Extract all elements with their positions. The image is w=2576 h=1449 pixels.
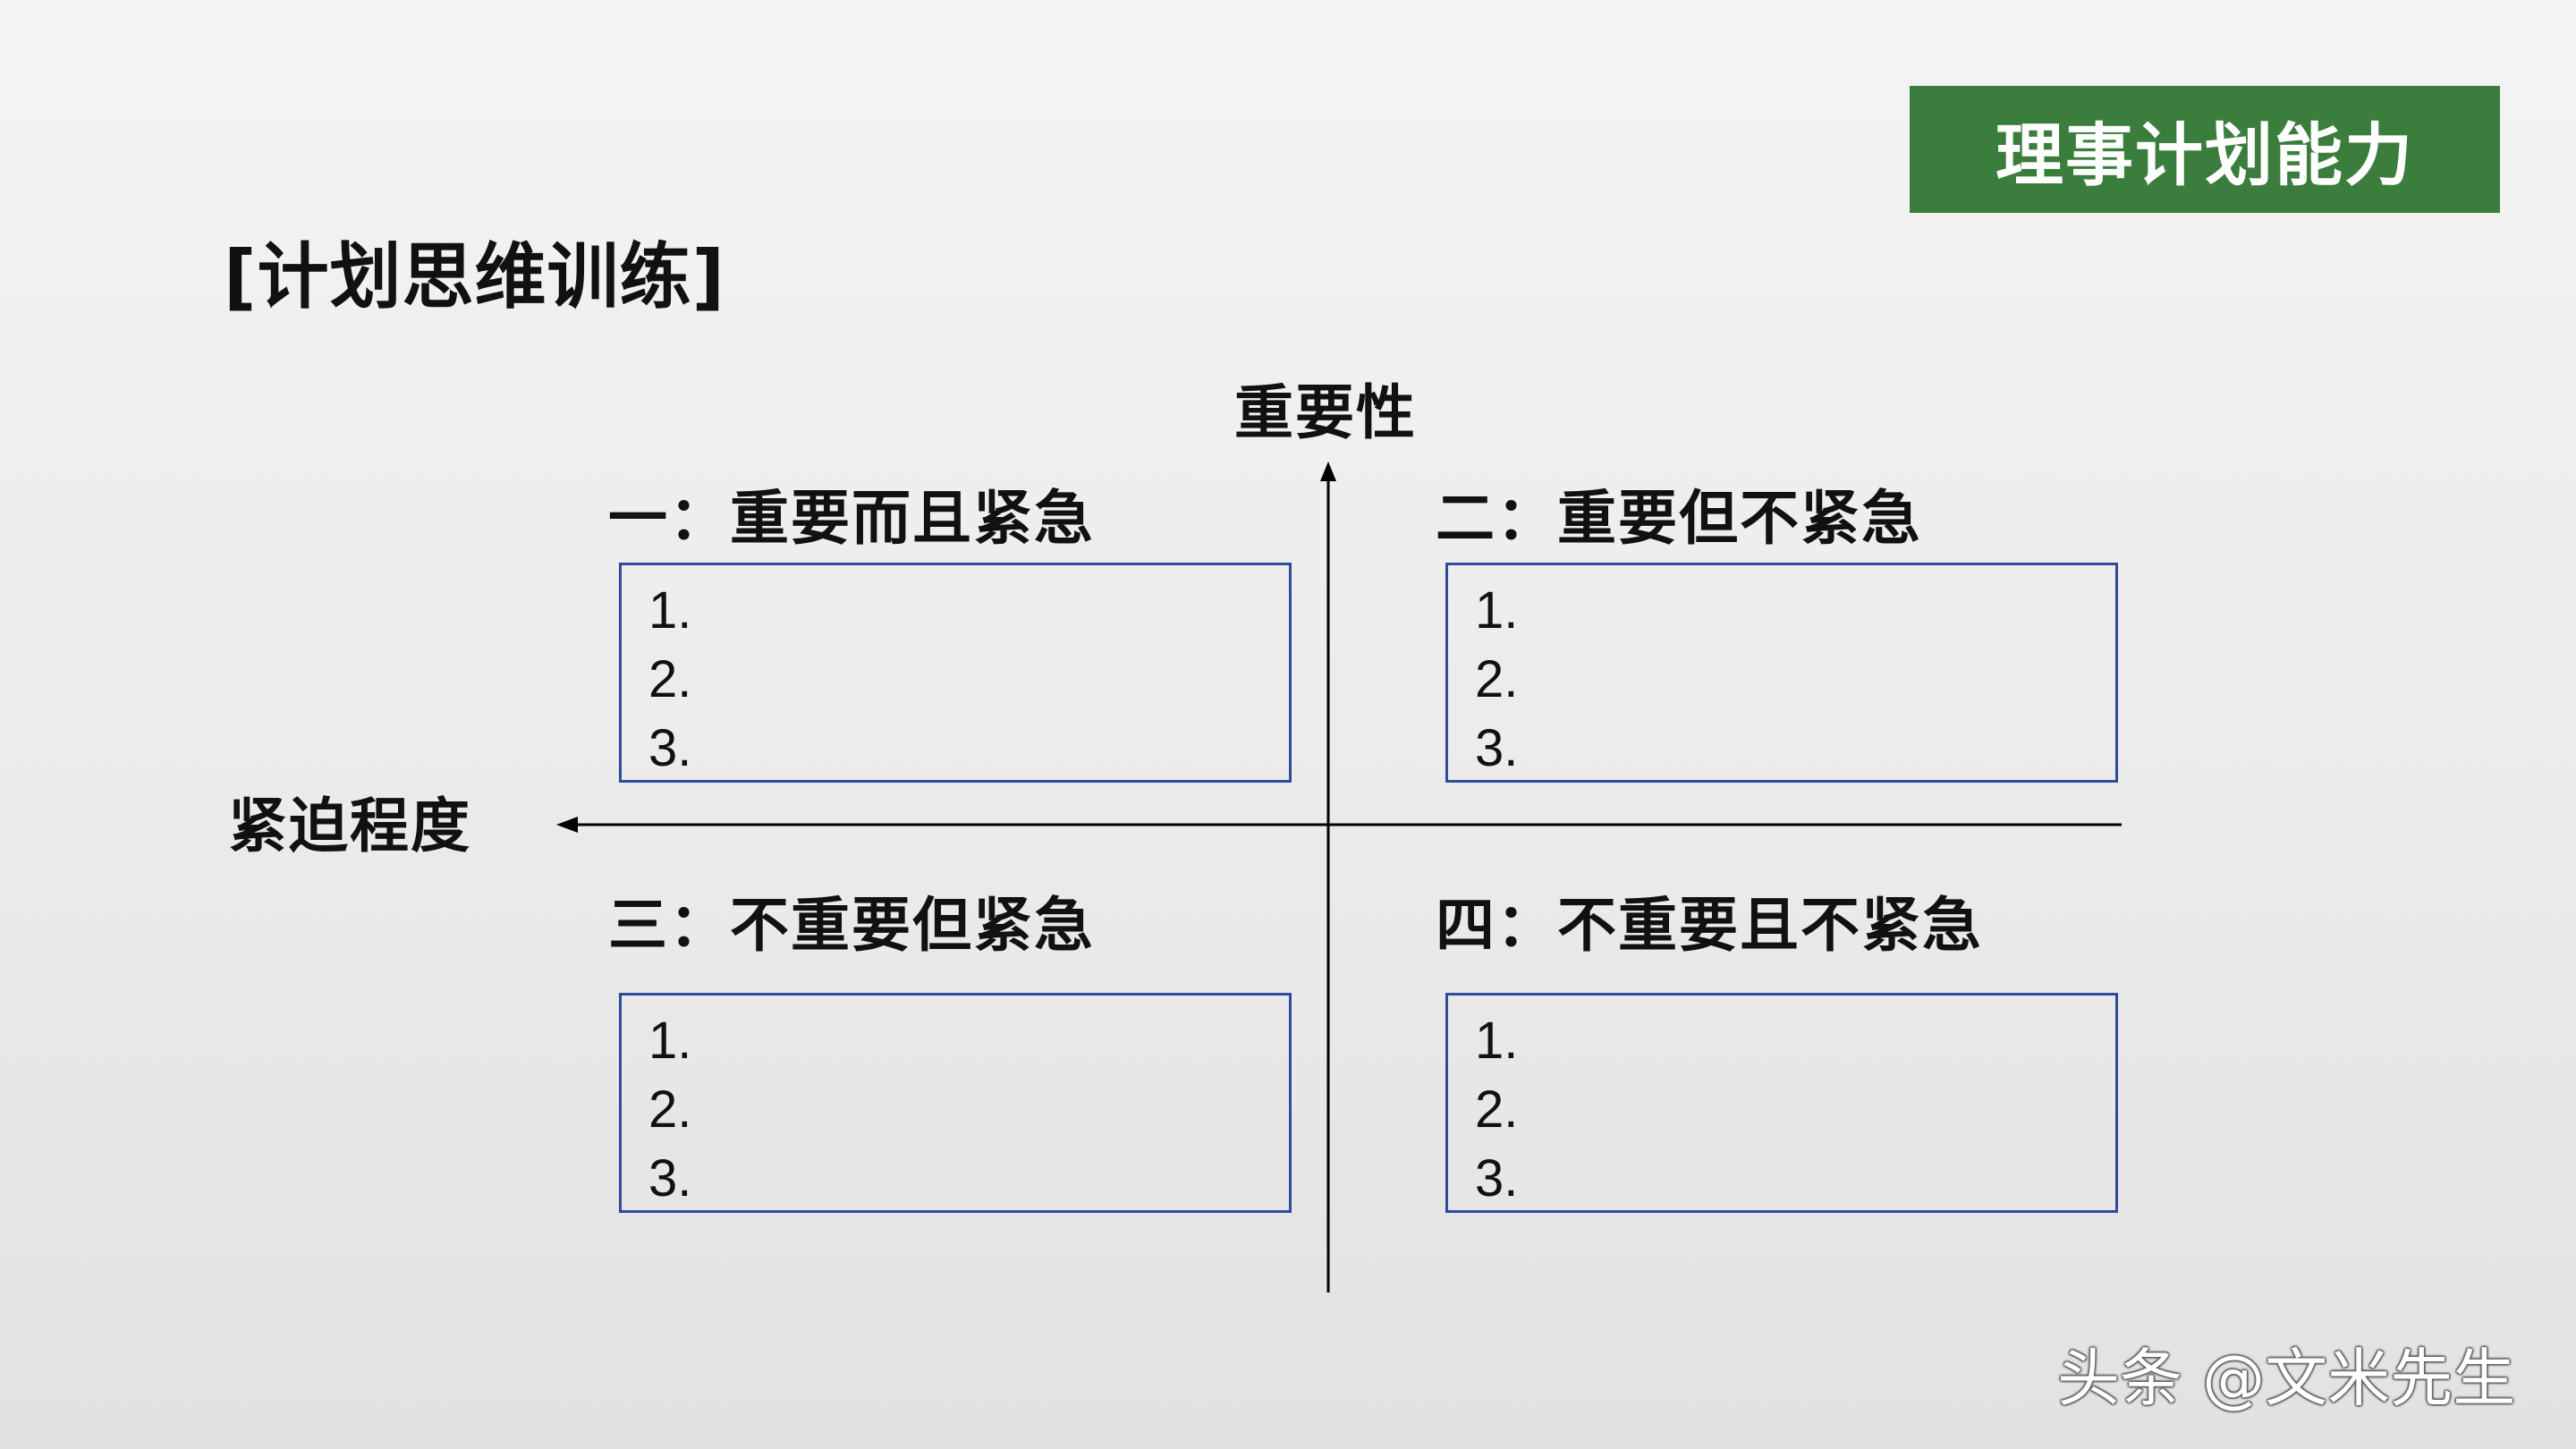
page-title: [计划思维训练] bbox=[224, 235, 726, 318]
quadrant-4-item-1: 1. bbox=[1475, 1012, 1519, 1070]
quadrant-2-item-1: 1. bbox=[1475, 581, 1519, 640]
vertical-axis-arrowhead bbox=[1320, 462, 1336, 481]
quadrant-1-item-3: 3. bbox=[648, 719, 692, 777]
quadrant-2-title: 二：重要但不紧急 bbox=[1436, 484, 1922, 553]
y-axis-label: 重要性 bbox=[1234, 378, 1417, 447]
quadrant-3-item-2: 2. bbox=[648, 1080, 692, 1139]
horizontal-axis-arrowhead bbox=[556, 817, 578, 833]
quadrant-4-title: 四：不重要且不紧急 bbox=[1436, 891, 1983, 960]
quadrant-3-item-1: 1. bbox=[648, 1012, 692, 1070]
quadrant-1-title: 一：重要而且紧急 bbox=[608, 484, 1095, 553]
quadrant-3-title: 三：不重要但紧急 bbox=[608, 891, 1095, 960]
quadrant-4-box: 1. 2. 3. bbox=[1445, 993, 2118, 1213]
quadrant-3-item-3: 3. bbox=[648, 1149, 692, 1208]
category-badge-label: 理事计划能力 bbox=[1996, 115, 2414, 195]
quadrant-4-item-2: 2. bbox=[1475, 1080, 1519, 1139]
quadrant-2-item-2: 2. bbox=[1475, 650, 1519, 708]
watermark: 头条 @文米先生 bbox=[2057, 1342, 2516, 1415]
quadrant-1-item-1: 1. bbox=[648, 581, 692, 640]
quadrant-4-item-3: 3. bbox=[1475, 1149, 1519, 1208]
x-axis-label: 紧迫程度 bbox=[228, 792, 471, 860]
quadrant-3-box: 1. 2. 3. bbox=[619, 993, 1292, 1213]
quadrant-1-box: 1. 2. 3. bbox=[619, 563, 1292, 783]
category-badge: 理事计划能力 bbox=[1910, 86, 2500, 213]
quadrant-2-item-3: 3. bbox=[1475, 719, 1519, 777]
quadrant-2-box: 1. 2. 3. bbox=[1445, 563, 2118, 783]
quadrant-1-item-2: 2. bbox=[648, 650, 692, 708]
